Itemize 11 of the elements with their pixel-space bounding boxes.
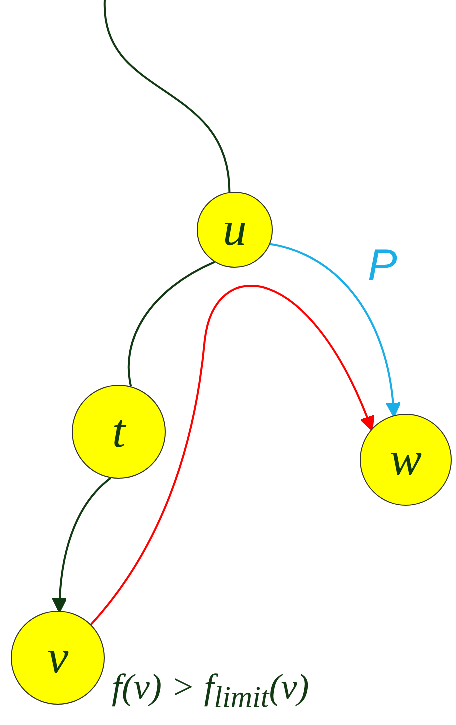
- node-letter: w: [390, 436, 422, 484]
- path-label: P: [368, 244, 398, 288]
- tree-edge: [128, 261, 216, 387]
- node-letter: u: [223, 206, 247, 254]
- node-letter: t: [112, 408, 126, 456]
- condition-formula: f(v) > f$_{limit}$(v): [112, 668, 310, 714]
- arrow: [52, 478, 112, 614]
- arrow: [270, 243, 401, 418]
- tree-edge: [104, 0, 231, 192]
- node-letter: v: [47, 634, 69, 682]
- arrow: [90, 285, 374, 626]
